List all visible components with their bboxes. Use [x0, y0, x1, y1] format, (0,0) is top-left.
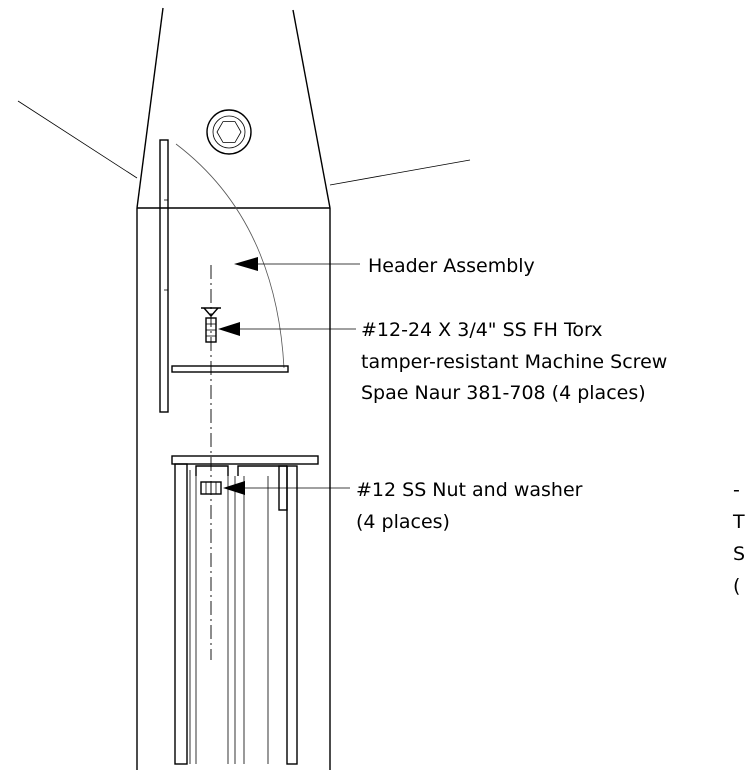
inner-channel-left: [195, 465, 229, 476]
post-peak-left-edge: [136, 7, 164, 209]
post-outline: [17, 7, 471, 770]
swing-arc: [175, 143, 285, 369]
post-peak-right-edge: [292, 9, 331, 209]
top-cap-hatched: [171, 455, 319, 465]
screw-label-line2: tamper-resistant Machine Screw: [361, 351, 667, 373]
machine-screw-icon: [201, 307, 221, 343]
lower-frame-section: [171, 455, 319, 765]
header-assembly-label: Header Assembly: [368, 255, 535, 277]
screw-label-line3: Spae Naur 381-708 (4 places): [361, 382, 646, 404]
roof-line-right: [329, 159, 471, 186]
arrowhead-icon: [223, 481, 245, 495]
screw-label-line1: #12-24 X 3/4" SS FH Torx: [361, 319, 603, 341]
inner-channel-right: [237, 465, 287, 476]
header-flange: [171, 365, 289, 373]
left-hatched-wall: [174, 463, 188, 765]
leader-header-assembly: [234, 257, 360, 271]
cut-label-line1: -: [733, 479, 740, 501]
nut-label-line1: #12 SS Nut and washer: [356, 479, 583, 501]
roof-line-left: [17, 100, 138, 179]
arrowhead-icon: [218, 322, 240, 336]
leader-machine-screw: [218, 322, 356, 336]
cut-label-line4: (: [733, 575, 740, 597]
leader-nut-washer: [223, 481, 350, 495]
arrowhead-icon: [234, 257, 258, 271]
right-hatched-wall: [286, 465, 298, 765]
cut-label-line3: S: [733, 543, 745, 565]
header-assembly: [159, 139, 289, 413]
nut-washer-icon: [200, 481, 222, 495]
hex-socket-bolt-icon: [206, 109, 252, 155]
cut-label-line2: T: [732, 511, 745, 533]
nut-label-line2: (4 places): [356, 511, 450, 533]
header-vertical-plate: [159, 139, 169, 413]
